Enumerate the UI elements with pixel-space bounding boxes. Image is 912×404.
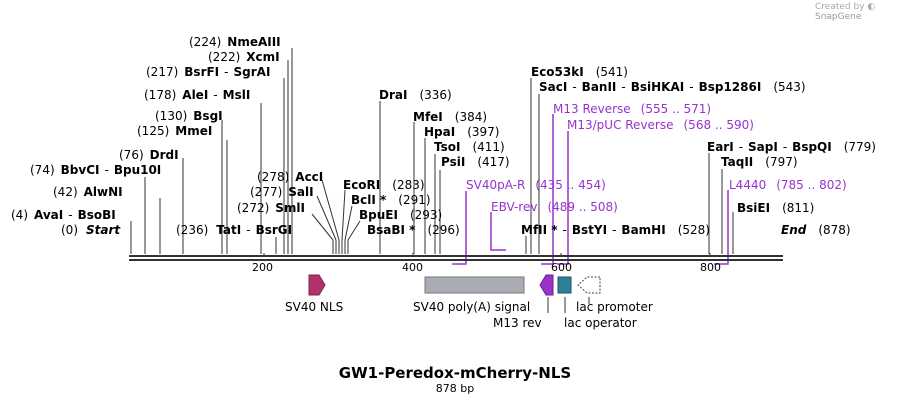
feature-label-sv40-polya: SV40 poly(A) signal — [413, 300, 530, 314]
site-bbvci: (74)BbvCI-Bpu10I — [30, 163, 161, 177]
map-title: GW1-Peredox-mCherry-NLS — [339, 364, 571, 382]
site-end: End(878) — [781, 223, 851, 237]
site-avai: (4)AvaI-BsoBI — [11, 208, 116, 222]
feature-sv40-polya-box — [424, 276, 525, 294]
feature-label-lac-promoter: lac promoter — [576, 300, 653, 314]
features: SV40 NLS SV40 poly(A) signal M13 rev lac… — [285, 274, 653, 330]
site-sali: (277)SalI — [250, 185, 314, 199]
ruler-label: 400 — [402, 261, 423, 274]
primer-sv40pa-r: SV40pA-R(435 .. 454) — [466, 178, 606, 192]
feature-label-m13-rev: M13 rev — [493, 316, 542, 330]
feature-sv40-nls-arrow — [308, 274, 326, 296]
ruler-labels: 200 400 600 800 — [252, 261, 721, 274]
site-eco53ki: Eco53kI(541) — [531, 65, 628, 79]
leader-bcli-a — [344, 205, 353, 241]
site-leader-lines — [130, 48, 734, 254]
feature-m13-rev-arrow — [539, 274, 554, 296]
primer-ebv-rev-line — [490, 212, 506, 251]
site-smli: (272)SmlI — [237, 201, 305, 215]
site-drdi: (76)DrdI — [119, 148, 179, 162]
site-acci: (278)AccI — [257, 170, 323, 184]
leader-sali-a — [316, 195, 337, 241]
primer-labels: SV40pA-R(435 .. 454) EBV-rev(489 .. 508)… — [466, 102, 847, 214]
sequence-backbone — [129, 253, 783, 261]
credit-brand: SnapGene — [815, 12, 862, 22]
site-bsiei: BsiEI(811) — [737, 201, 814, 215]
leader-bpuei-a — [347, 220, 361, 241]
ruler-label: 800 — [700, 261, 721, 274]
site-alei: (178)AleI-MslI — [144, 88, 250, 102]
primer-sv40pa-r-line — [452, 191, 467, 265]
primer-l4440: L4440(785 .. 802) — [729, 178, 847, 192]
site-tsoi: TsoI(411) — [434, 140, 505, 154]
feature-lac-operator-box — [557, 276, 572, 294]
ruler-label: 600 — [551, 261, 572, 274]
primer-m13puc-reverse-line — [557, 131, 569, 265]
site-bsabi: BsaBI *(296) — [367, 223, 460, 237]
site-start: (0)Start — [61, 223, 121, 237]
site-hpai: HpaI(397) — [424, 125, 499, 139]
primer-l4440-line — [714, 190, 729, 265]
snapgene-logo-icon: ◐ — [867, 2, 876, 12]
site-drai: DraI(336) — [379, 88, 452, 102]
ruler-label: 200 — [252, 261, 273, 274]
restriction-sites: (4)AvaI-BsoBI (0)Start (74)BbvCI-Bpu10I … — [11, 35, 876, 237]
primer-m13puc-reverse: M13/pUC Reverse(568 .. 590) — [567, 118, 754, 132]
site-mfei: MfeI(384) — [413, 110, 487, 124]
leader-acci-a — [321, 179, 340, 241]
leader-ecori-a — [341, 189, 346, 241]
site-bsrfi: (217)BsrFI-SgrAI — [146, 65, 270, 79]
credit-prefix: Created by — [815, 2, 865, 12]
site-ecori: EcoRI(283) — [343, 178, 425, 192]
primer-ebv-rev: EBV-rev(489 .. 508) — [491, 200, 618, 214]
site-tati: (236)TatI-BsrGI — [176, 223, 292, 237]
leader-smli-a — [311, 213, 334, 241]
feature-lac-promoter-arrow — [577, 276, 601, 294]
feature-label-lac-operator: lac operator — [564, 316, 637, 330]
site-alwni: (42)AlwNI — [53, 185, 123, 199]
feature-label-sv40-nls: SV40 NLS — [285, 300, 343, 314]
site-bcli: BclI *(291) — [351, 193, 431, 207]
site-eari: EarI-SapI-BspQI(779) — [707, 140, 876, 154]
site-psii: PsiI(417) — [441, 155, 510, 169]
snapgene-credit: Created by ◐ SnapGene — [815, 2, 912, 22]
site-saci: SacI-BanII-BsiHKAI-Bsp1286I(543) — [539, 80, 806, 94]
primer-m13-reverse-line — [541, 114, 554, 265]
site-bpuei: BpuEI(293) — [359, 208, 442, 222]
site-mfii: MfII *-BstYI-BamHI(528) — [521, 223, 710, 237]
map-subtitle: 878 bp — [436, 382, 474, 395]
primer-lines — [452, 114, 729, 265]
site-nmeaiii: (224)NmeAIII — [189, 35, 281, 49]
site-taqii: TaqII(797) — [721, 155, 798, 169]
site-bsgi: (130)BsgI — [155, 109, 223, 123]
site-xcmi: (222)XcmI — [208, 50, 280, 64]
site-mmei: (125)MmeI — [137, 124, 212, 138]
primer-m13-reverse: M13 Reverse(555 .. 571) — [553, 102, 711, 116]
